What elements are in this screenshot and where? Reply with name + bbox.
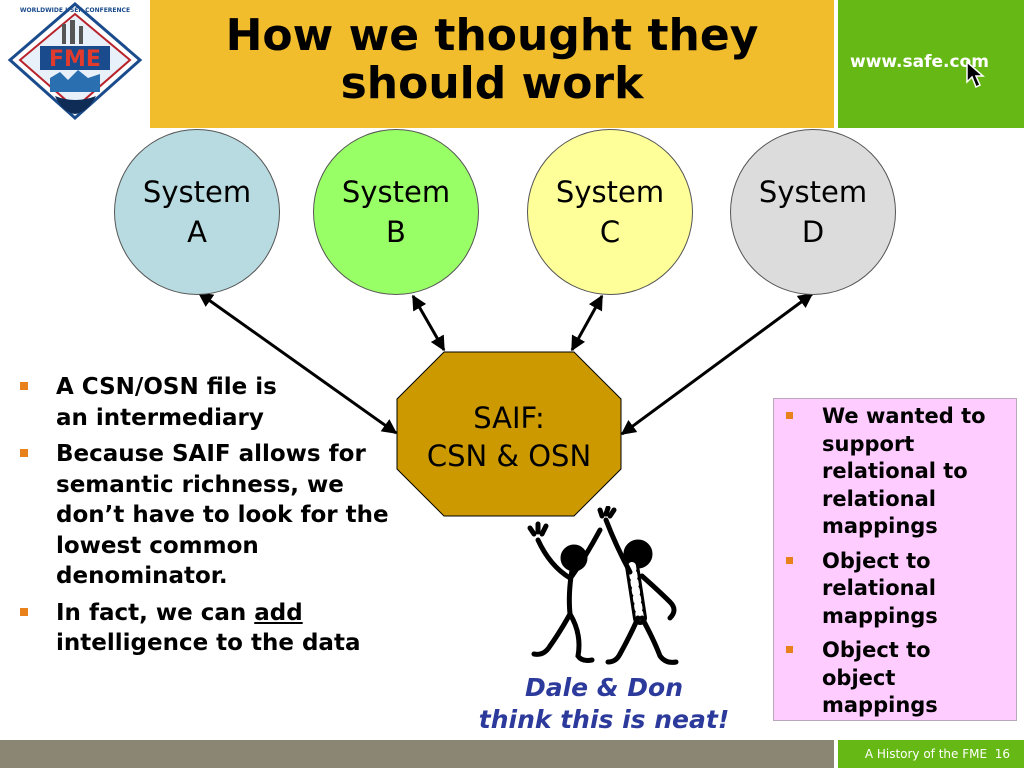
footer-bar [0, 740, 834, 768]
system-d-letter: D [801, 215, 825, 249]
logo-arc-text: WORLDWIDE USER CONFERENCE [20, 7, 130, 14]
left-bullet-list: A CSN/OSN file is an intermediary Becaus… [18, 372, 438, 665]
bullet-square-icon [786, 412, 793, 419]
system-b-letter: B [386, 215, 406, 249]
fme-conference-logo-icon: FME WORLDWIDE USER CONFERENCE [7, 2, 143, 121]
system-d-label: System [758, 175, 868, 209]
bullet-square-icon [786, 646, 793, 653]
caption-line-2: think this is neat! [478, 705, 730, 734]
page-number: 16 [994, 747, 1010, 761]
left-bullet-3-underlined: add [254, 599, 303, 626]
system-b-label: System [341, 175, 451, 209]
footer-brand-panel: A History of the FME 16 [838, 740, 1024, 768]
two-figures-high-five-icon [527, 506, 679, 665]
arrow-system-c [570, 294, 604, 352]
system-b-node: System B [313, 129, 479, 295]
system-a-node: System A [114, 129, 280, 295]
mappings-callout: We wanted to support relational to relat… [773, 398, 1017, 721]
right-bullet-3-text: Object to object mappings [822, 638, 938, 717]
title-bar: How we thought they should work [150, 0, 834, 128]
right-bullet-2: Object to relational mappings [784, 548, 1010, 631]
left-bullet-1: A CSN/OSN file is an intermediary [18, 372, 308, 433]
bullet-square-icon [786, 556, 793, 564]
footer-label: A History of the FME [864, 747, 988, 761]
brand-panel [838, 0, 1024, 128]
arrow-system-a [197, 291, 398, 435]
left-bullet-2-text: Because SAIF allows for semantic richnes… [56, 441, 389, 589]
saif-hub-node: SAIF: CSN & OSN [396, 351, 622, 517]
left-bullet-3: In fact, we can add intelligence to the … [18, 598, 438, 659]
system-d-node: System D [730, 129, 896, 295]
clipart-caption: Dale & Don think this is neat! [456, 672, 752, 736]
right-bullet-2-text: Object to relational mappings [822, 548, 938, 628]
system-c-node: System C [527, 129, 693, 295]
left-bullet-1-text: A CSN/OSN file is an intermediary [56, 374, 277, 431]
slide-title-line-2: should work [340, 58, 644, 109]
caption-line-1: Dale & Don [524, 673, 684, 702]
arrow-system-d [620, 292, 814, 436]
slide-title-line-1: How we thought they [225, 10, 759, 61]
system-c-letter: C [599, 215, 621, 249]
system-a-label: System [142, 175, 252, 209]
right-bullet-3: Object to object mappings [784, 637, 1010, 720]
footer-text: A History of the FME 16 [865, 747, 1010, 761]
bullet-square-icon [20, 449, 28, 457]
website-link[interactable]: www.safe.com [850, 52, 989, 72]
right-bullet-1-text: We wanted to support relational to relat… [822, 404, 986, 538]
logo-letters: FME [49, 47, 101, 72]
header-divider [834, 0, 838, 128]
left-bullet-3-pre: In fact, we can [56, 599, 255, 626]
system-a-letter: A [187, 215, 207, 249]
arrow-system-b [411, 294, 446, 352]
bullet-square-icon [20, 607, 28, 616]
left-bullet-2: Because SAIF allows for semantic richnes… [18, 439, 398, 592]
saif-hub-title: SAIF: [473, 401, 545, 435]
bullet-square-icon [20, 382, 28, 390]
mouse-cursor-icon [966, 60, 985, 89]
fme-logo: FME WORLDWIDE USER CONFERENCE [0, 0, 150, 128]
slide-title: How we thought they should work [150, 12, 834, 108]
left-bullet-3-post: intelligence to the data [56, 630, 361, 656]
right-bullet-1: We wanted to support relational to relat… [784, 403, 1010, 541]
system-c-label: System [555, 175, 665, 209]
octagon-shape [396, 351, 622, 517]
saif-hub-subtitle: CSN & OSN [426, 439, 592, 473]
